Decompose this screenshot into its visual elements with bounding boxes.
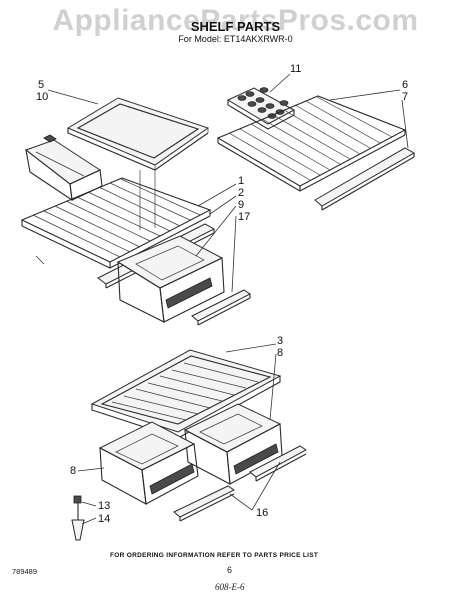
dairy-bin xyxy=(24,134,103,202)
callout-5: 5 xyxy=(38,79,45,91)
watermark-text: AppliancePartsPros.com xyxy=(52,4,419,37)
handwritten-code: 608-E-6 xyxy=(215,582,245,592)
wire-shelf-middle xyxy=(20,170,212,269)
model-line: For Model: ET14AKXRWR-0 xyxy=(178,34,293,44)
wire-shelf-upper xyxy=(216,95,407,192)
crisper-pan-middle xyxy=(116,235,225,323)
callout-16: 16 xyxy=(256,507,269,519)
callout-8-lower: 8 xyxy=(70,465,77,477)
callout-1: 1 xyxy=(238,175,245,187)
callout-leaders xyxy=(35,73,409,525)
ordering-note: FOR ORDERING INFORMATION REFER TO PARTS … xyxy=(110,552,319,559)
callout-14: 14 xyxy=(98,513,111,525)
callout-2: 2 xyxy=(238,187,245,199)
callout-6: 6 xyxy=(402,79,409,91)
document-number: 789489 xyxy=(12,567,38,576)
egg-tray xyxy=(226,87,296,130)
callout-11: 11 xyxy=(290,63,302,75)
callout-10: 10 xyxy=(36,91,49,103)
crisper-front-trim xyxy=(191,289,251,326)
glass-shelf-upper xyxy=(66,97,210,171)
callout-17: 17 xyxy=(238,211,251,223)
crisper-pan-lower-left xyxy=(98,421,199,505)
crisper-trim-lower xyxy=(173,445,307,522)
callout-7: 7 xyxy=(402,91,409,103)
diagram-title: SHELF PARTS xyxy=(190,19,281,34)
page-number: 6 xyxy=(227,565,233,575)
callout-13: 13 xyxy=(98,500,111,512)
crisper-pan-lower-right xyxy=(183,403,283,485)
callout-8-upper: 8 xyxy=(277,347,284,359)
callout-3: 3 xyxy=(277,335,284,347)
shelf-trim-upper xyxy=(314,147,416,211)
callout-9: 9 xyxy=(238,199,245,211)
shelf-bracket-screw xyxy=(71,495,85,541)
